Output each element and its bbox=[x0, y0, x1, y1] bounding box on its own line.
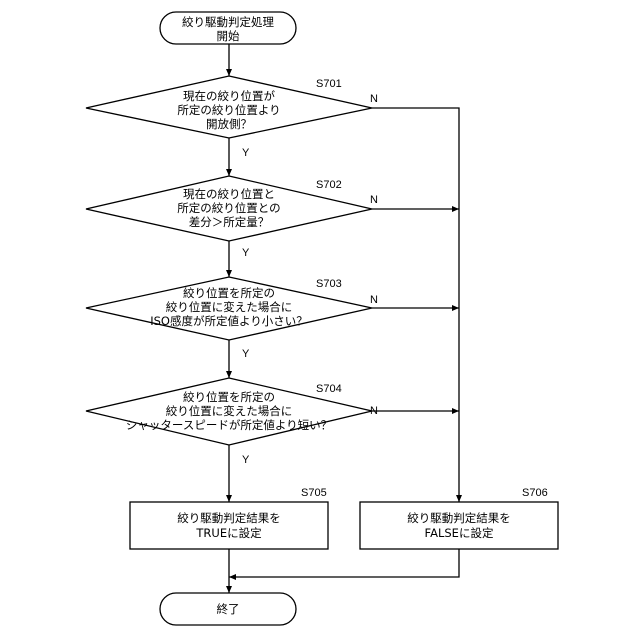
step-label-s703: S703 bbox=[316, 278, 342, 290]
decision-s703-line-3: ISO感度が所定値より小さい？ bbox=[150, 314, 308, 328]
yes-label-s703: Y bbox=[242, 348, 250, 360]
no-label-s703: N bbox=[370, 294, 378, 306]
yes-label-s702: Y bbox=[242, 247, 250, 259]
start-terminal-line-1: 絞り駆動判定処理 bbox=[182, 15, 274, 29]
decision-s701-line-2: 所定の絞り位置より bbox=[177, 103, 280, 117]
decision-s704-line-2: 絞り位置に変えた場合に bbox=[166, 404, 293, 418]
decision-s704-line-1: 絞り位置を所定の bbox=[183, 390, 275, 404]
process-s706-line-2: FALSEに設定 bbox=[425, 526, 494, 540]
process-s706-line-1: 絞り駆動判定結果を bbox=[407, 511, 511, 525]
decision-s702-line-3: 差分＞所定量？ bbox=[189, 215, 270, 229]
step-label-s702: S702 bbox=[316, 179, 342, 191]
connector-s701-no bbox=[372, 108, 459, 502]
process-s705-line-1: 絞り駆動判定結果を bbox=[177, 511, 281, 525]
decision-s702: 現在の絞り位置と 所定の絞り位置との 差分＞所定量？ S702 Y N bbox=[86, 176, 378, 259]
yes-label-s701: Y bbox=[242, 147, 250, 159]
decision-s701: 現在の絞り位置が 所定の絞り位置より 開放側？ S701 Y N bbox=[86, 76, 378, 159]
end-terminal-label: 終了 bbox=[217, 602, 240, 616]
step-label-s706: S706 bbox=[522, 487, 548, 499]
step-label-s701: S701 bbox=[316, 78, 342, 90]
decision-s701-line-3: 開放側？ bbox=[206, 117, 252, 131]
decision-s701-line-1: 現在の絞り位置が bbox=[183, 89, 275, 103]
no-label-s702: N bbox=[370, 194, 378, 206]
step-label-s704: S704 bbox=[316, 383, 342, 395]
start-terminal: 絞り駆動判定処理 開始 bbox=[160, 12, 296, 44]
end-terminal: 終了 bbox=[160, 593, 296, 625]
no-label-s701: N bbox=[370, 93, 378, 105]
decision-s702-line-1: 現在の絞り位置と bbox=[183, 187, 275, 201]
decision-s704: 絞り位置を所定の 絞り位置に変えた場合に シャッタースピードが所定値より短い？ … bbox=[86, 378, 378, 466]
decision-s703: 絞り位置を所定の 絞り位置に変えた場合に ISO感度が所定値より小さい？ S70… bbox=[86, 277, 378, 360]
connector-s706-to-end bbox=[229, 549, 459, 577]
decision-s703-line-1: 絞り位置を所定の bbox=[183, 286, 275, 300]
step-label-s705: S705 bbox=[301, 487, 327, 499]
process-s705-line-2: TRUEに設定 bbox=[195, 526, 262, 540]
start-terminal-line-2: 開始 bbox=[217, 29, 240, 43]
decision-s703-line-2: 絞り位置に変えた場合に bbox=[166, 300, 293, 314]
decision-s704-line-3: シャッタースピードが所定値より短い？ bbox=[126, 418, 332, 432]
decision-s702-line-2: 所定の絞り位置との bbox=[177, 201, 280, 215]
yes-label-s704: Y bbox=[242, 454, 250, 466]
